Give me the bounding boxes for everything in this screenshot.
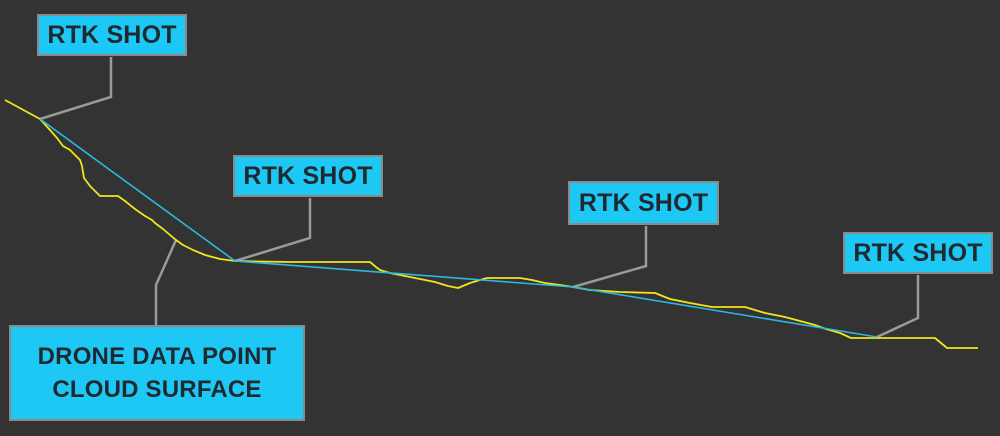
- drone-surface-label-line1: DRONE DATA POINT: [37, 343, 277, 370]
- leader-lines: [39, 57, 920, 339]
- leader-line-rtk-4: [876, 275, 920, 339]
- rtk-shot-label-1: RTK SHOT: [37, 14, 187, 56]
- drone-surface-line: [4, 99, 978, 349]
- leader-line-rtk-2: [234, 198, 312, 263]
- leader-line-rtk-3: [572, 226, 648, 289]
- drone-surface-label: DRONE DATA POINT CLOUD SURFACE: [9, 325, 305, 421]
- leader-line-drone-surface: [154, 239, 178, 325]
- rtk-shot-label-2: RTK SHOT: [233, 155, 383, 197]
- rtk-shot-label-4: RTK SHOT: [843, 232, 993, 274]
- leader-line-rtk-1: [39, 57, 113, 121]
- rtk-survey-line: [39, 118, 878, 338]
- rtk-shot-label-3: RTK SHOT: [568, 181, 719, 225]
- drone-surface-label-line2: CLOUD SURFACE: [52, 376, 262, 403]
